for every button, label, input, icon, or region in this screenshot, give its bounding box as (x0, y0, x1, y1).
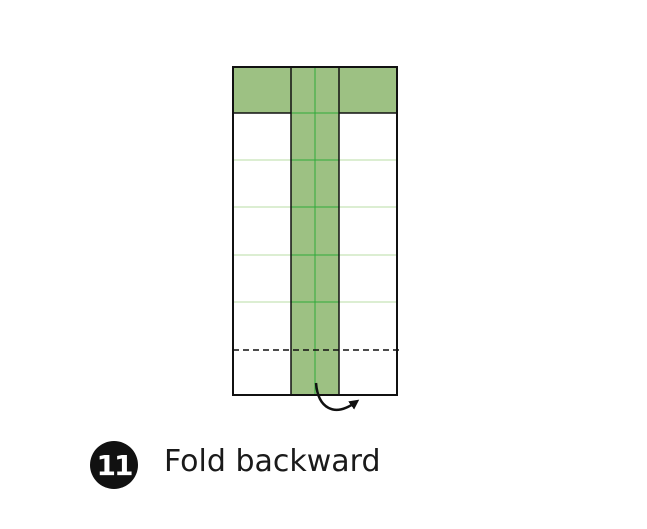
strip-creases (291, 67, 339, 395)
step-number-badge: 11 (90, 441, 138, 489)
curved-fold-arrow-icon (314, 382, 360, 411)
layer-edges (233, 67, 397, 395)
step-instruction: Fold backward (164, 444, 381, 479)
step-number: 11 (96, 448, 134, 482)
paper-outline (232, 66, 398, 396)
